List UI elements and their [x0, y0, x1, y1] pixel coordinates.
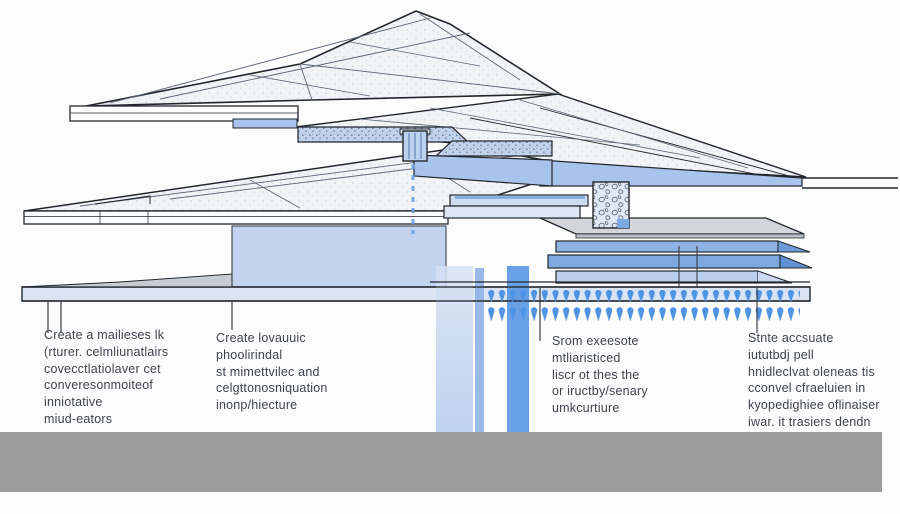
gutter-steps — [443, 194, 589, 219]
annotation-1: Create a mailieses lk (rturer. celmliuna… — [44, 328, 169, 426]
water-retention-block — [231, 225, 447, 289]
roof-plane-top — [69, 10, 563, 129]
gravel-drain-column — [592, 181, 630, 229]
annotation-4: Stnte accsuate iututbdj pell hnidleclvat… — [748, 331, 880, 429]
leader-lines — [47, 288, 758, 341]
roof-plane-right — [295, 93, 898, 189]
water-droplet-arrows — [486, 289, 800, 323]
annotation-2: Create lovauuic phoolirindal st mimettvi… — [216, 331, 328, 412]
ground-slab — [0, 432, 882, 492]
annotation-3: Srom exeesote mtliaristiced liscr ot the… — [552, 334, 648, 415]
gravel-membrane-bands — [297, 126, 553, 187]
scupper-downspout — [399, 128, 431, 234]
